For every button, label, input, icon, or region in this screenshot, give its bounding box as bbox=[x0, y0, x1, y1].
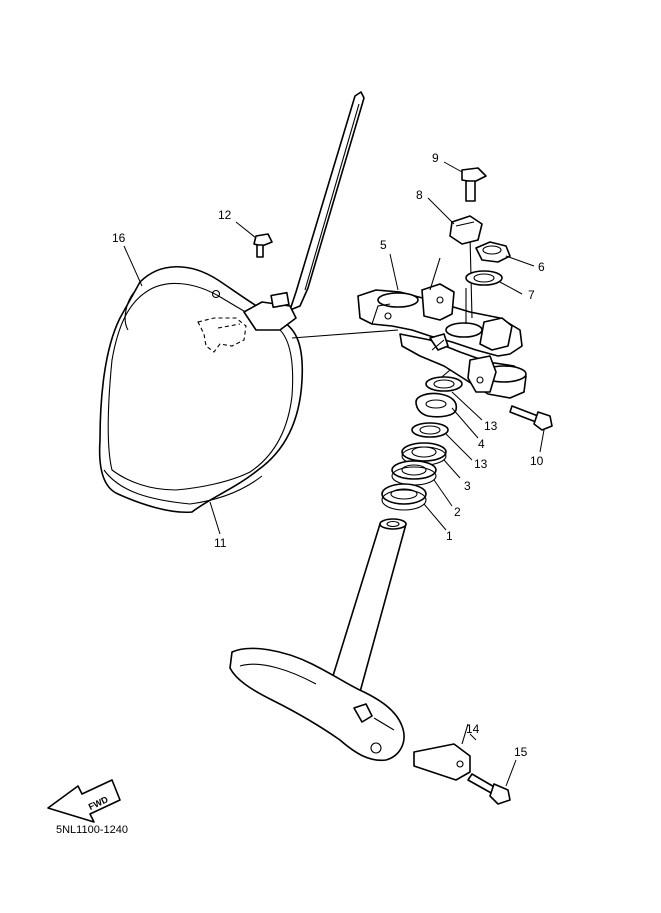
callout-9: 9 bbox=[432, 151, 439, 165]
number-plate bbox=[98, 91, 365, 514]
bearing-2 bbox=[391, 460, 437, 486]
clamp-14 bbox=[413, 723, 471, 781]
callout-15: 15 bbox=[514, 745, 528, 759]
oil-seal-1 bbox=[381, 483, 427, 511]
callout-3: 3 bbox=[464, 479, 471, 493]
bearing-cover-3 bbox=[401, 442, 447, 466]
upper-triple-clamp bbox=[357, 283, 523, 357]
diagram-code: 5NL1100-1240 bbox=[56, 824, 128, 836]
bolt-15 bbox=[467, 773, 511, 805]
nut-6 bbox=[475, 241, 511, 263]
bolt-9 bbox=[461, 167, 487, 202]
washer-13-upper bbox=[425, 376, 463, 392]
callout-4: 4 bbox=[478, 437, 485, 451]
callout-13-lower: 13 bbox=[474, 457, 488, 471]
washer-7 bbox=[465, 270, 503, 286]
callout-5: 5 bbox=[380, 238, 387, 252]
bolt-10 bbox=[509, 405, 553, 431]
clamp-cap-8 bbox=[449, 215, 483, 245]
callout-11: 11 bbox=[214, 536, 227, 550]
callout-10: 10 bbox=[530, 454, 544, 468]
callout-8: 8 bbox=[416, 188, 423, 202]
callout-16: 16 bbox=[112, 231, 126, 245]
fwd-arrow-icon: FWD bbox=[47, 779, 121, 823]
callout-6: 6 bbox=[538, 260, 545, 274]
lower-bracket bbox=[399, 333, 527, 399]
ring-nut-4 bbox=[415, 392, 458, 418]
steering-stem bbox=[229, 518, 407, 762]
washer-13-lower bbox=[411, 422, 449, 438]
callout-14: 14 bbox=[466, 722, 480, 736]
callout-1: 1 bbox=[446, 529, 453, 543]
callout-7: 7 bbox=[528, 288, 535, 302]
callout-12: 12 bbox=[218, 208, 232, 222]
callout-13-upper: 13 bbox=[484, 419, 498, 433]
callout-2: 2 bbox=[454, 505, 461, 519]
bolt-12 bbox=[253, 233, 273, 258]
